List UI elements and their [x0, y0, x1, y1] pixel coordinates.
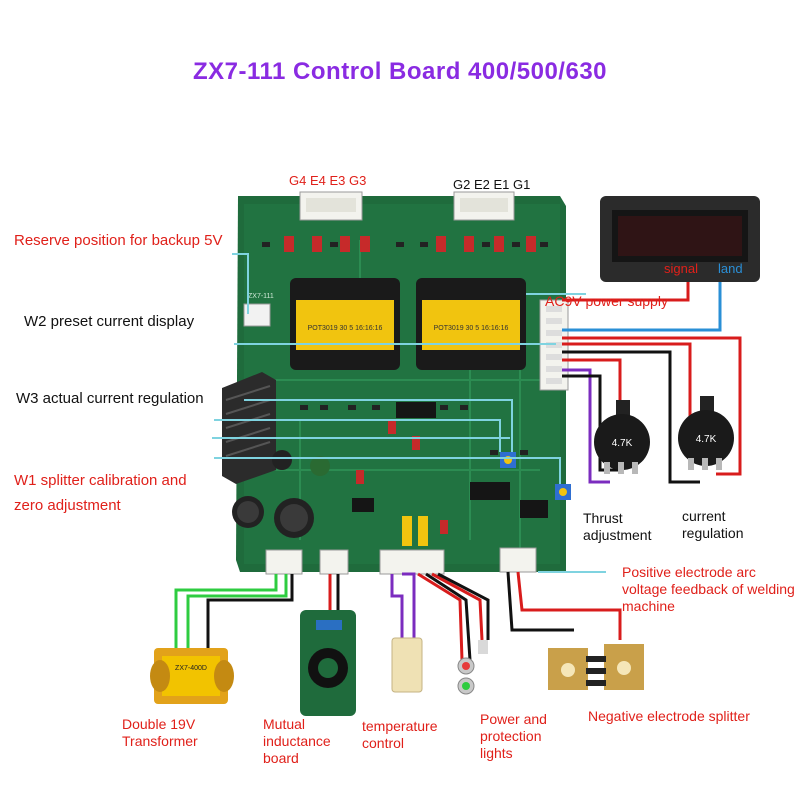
connector-left-label: G4 E4 E3 G3 [289, 173, 367, 188]
label-current-regulation: current regulation [682, 508, 744, 541]
label-mutual-inductance: Mutual inductance board [263, 716, 331, 766]
connector-g4-e4-e3-g3 [299, 191, 363, 221]
connector-g2-e2-e1-g1 [453, 191, 515, 221]
indicator-lights [457, 640, 488, 695]
temperature-switch [391, 637, 423, 693]
label-negative-splitter: Negative electrode splitter [588, 708, 750, 724]
shunt-splitter [548, 644, 644, 690]
label-w2: W2 preset current display [24, 313, 195, 330]
connector-transformer [265, 549, 303, 575]
capacitor-row [284, 236, 536, 534]
label-power-lights: Power and protection lights [480, 711, 547, 761]
mains-transformer: ZX7-400D [150, 648, 234, 704]
label-temperature: temperature control [362, 718, 438, 751]
smd-resistors [262, 242, 548, 455]
transformer-right-label: POT3019 30 5 16:16:16 [434, 325, 509, 332]
yellow-capacitors [402, 516, 428, 546]
transformer-left-label: POT3019 30 5 16:16:16 [308, 325, 383, 332]
mutual-inductance-board [300, 610, 356, 716]
label-reserve-5v: Reserve position for backup 5V [14, 232, 223, 249]
label-w1-line2: zero adjustment [14, 497, 121, 514]
label-w3: W3 actual current regulation [16, 390, 204, 407]
display-signal-label: signal [664, 261, 698, 276]
pot-thrust-value: 4.7K [612, 438, 633, 449]
trimmer-w3 [500, 452, 516, 468]
electrolytic-capacitors [232, 450, 330, 538]
label-double-19v: Double 19V Transformer [122, 716, 198, 749]
leader-lines [212, 253, 606, 573]
page-title: ZX7-111 Control Board 400/500/630 [192, 58, 608, 85]
connector-temperature [379, 549, 445, 575]
transformer-part-label: ZX7-400D [175, 665, 207, 672]
label-positive-electrode: Positive electrode arc voltage feedback … [622, 564, 795, 614]
label-thrust: Thrust adjustment [583, 510, 652, 543]
connector-feedback [499, 547, 537, 573]
backup-5v-connector [243, 303, 271, 327]
label-w1-line1: W1 splitter calibration and [14, 472, 187, 489]
drive-transformer-left: POT3019 30 5 16:16:16 [290, 278, 400, 370]
pot-current-value: 4.7K [696, 434, 717, 445]
pot-thrust: 4.7K [594, 400, 650, 474]
display-land-label: land [718, 261, 743, 276]
pot-current: 4.7K [678, 396, 734, 470]
connector-right-label: G2 E2 E1 G1 [453, 177, 531, 192]
digital-display: signal land [600, 196, 760, 282]
connector-mutual [319, 549, 349, 575]
heatsink [222, 372, 276, 484]
ic-chips [352, 402, 548, 518]
label-ac9v: AC9V power supply [545, 293, 668, 309]
board-marking: ZX7-111 [248, 293, 274, 300]
drive-transformer-right: POT3019 30 5 16:16:16 [416, 278, 526, 370]
trimmer-w1 [555, 484, 571, 500]
